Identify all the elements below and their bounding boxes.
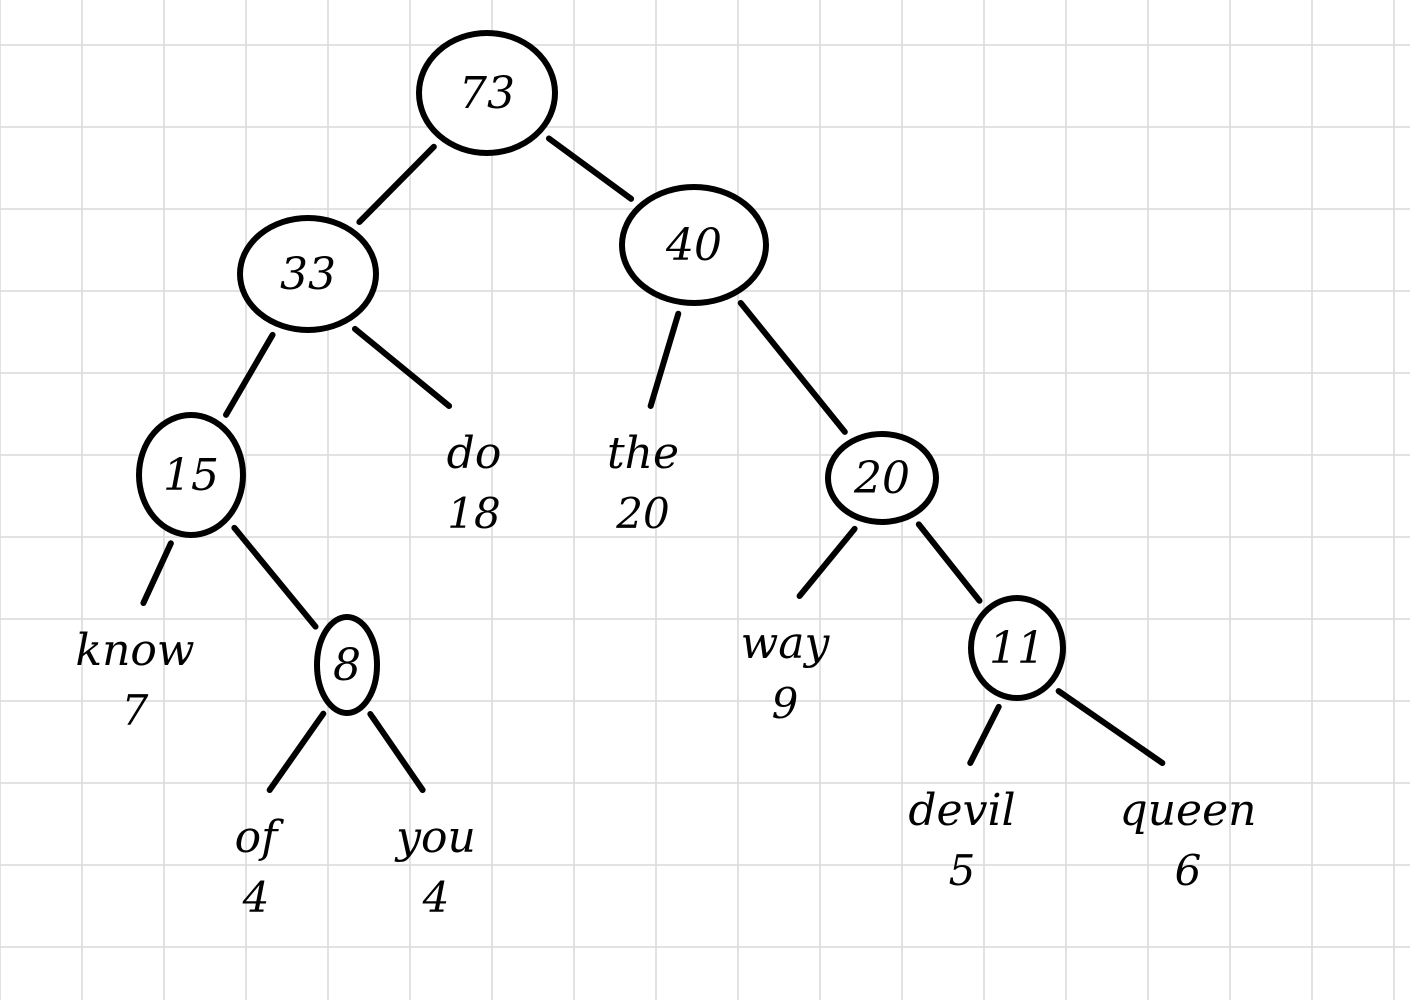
node-weight: 33 bbox=[280, 249, 336, 300]
tree-edge bbox=[367, 711, 426, 793]
tree-edge bbox=[796, 525, 858, 599]
leaf-word: the bbox=[607, 428, 679, 479]
tree-node-11: 11 bbox=[968, 595, 1066, 701]
tree-edge bbox=[351, 325, 453, 409]
tree-edge bbox=[967, 703, 1002, 766]
leaf-way: way 9 bbox=[741, 618, 831, 728]
node-circle bbox=[416, 30, 558, 156]
leaf-count: 6 bbox=[1175, 846, 1202, 895]
leaf-word: of bbox=[235, 812, 284, 863]
node-weight: 73 bbox=[459, 68, 515, 119]
leaf-word: know bbox=[75, 625, 194, 676]
leaf-do: do 18 bbox=[447, 428, 502, 538]
leaf-count: 20 bbox=[615, 489, 669, 538]
tree-node-8: 8 bbox=[314, 614, 380, 716]
tree-edge bbox=[231, 524, 319, 630]
tree-edge bbox=[647, 310, 682, 409]
node-circle bbox=[968, 595, 1066, 701]
tree-edge bbox=[1055, 688, 1166, 766]
node-circle bbox=[136, 412, 246, 538]
node-circle bbox=[314, 614, 380, 716]
leaf-word: way bbox=[741, 618, 831, 669]
tree-nodes: 73 33 40 15 20 8 11 know 7 do 18 the 20 way 9 of 4 you 4 de… bbox=[75, 30, 1257, 922]
node-weight: 15 bbox=[163, 450, 219, 501]
tree-edge bbox=[140, 540, 174, 606]
node-weight: 20 bbox=[853, 453, 910, 504]
node-circle bbox=[619, 184, 769, 306]
leaf-word: you bbox=[394, 812, 476, 863]
tree-node-15: 15 bbox=[136, 412, 246, 538]
leaf-of: of 4 bbox=[235, 812, 284, 922]
tree-edge bbox=[737, 299, 848, 435]
tree-edges bbox=[140, 135, 1166, 793]
leaf-count: 7 bbox=[122, 686, 149, 735]
tree-node-33: 33 bbox=[237, 215, 379, 333]
leaf-word: devil bbox=[908, 785, 1015, 836]
leaf-queen: queen 6 bbox=[1120, 785, 1257, 895]
leaf-devil: devil 5 bbox=[908, 785, 1015, 895]
leaf-the: the 20 bbox=[607, 428, 679, 538]
leaf-count: 4 bbox=[422, 873, 450, 922]
tree-node-20: 20 bbox=[825, 431, 939, 525]
tree-edge bbox=[915, 521, 983, 604]
leaf-count: 5 bbox=[949, 846, 976, 895]
leaf-know: know 7 bbox=[75, 625, 194, 735]
leaf-count: 18 bbox=[447, 489, 500, 538]
leaf-word: do bbox=[447, 428, 502, 479]
node-weight: 11 bbox=[989, 623, 1045, 674]
tree-node-73: 73 bbox=[416, 30, 558, 156]
tree-node-40: 40 bbox=[619, 184, 769, 306]
node-circle bbox=[237, 215, 379, 333]
leaf-you: you 4 bbox=[394, 812, 476, 922]
leaf-word: queen bbox=[1120, 785, 1257, 836]
tree-edge bbox=[356, 143, 437, 226]
node-weight: 8 bbox=[333, 640, 361, 691]
tree-edge bbox=[266, 710, 327, 793]
node-circle bbox=[825, 431, 939, 525]
node-weight: 40 bbox=[665, 220, 722, 271]
leaf-count: 4 bbox=[242, 873, 270, 922]
leaf-count: 9 bbox=[772, 679, 799, 728]
tree-edge bbox=[545, 135, 635, 202]
tree-edge bbox=[223, 331, 276, 418]
